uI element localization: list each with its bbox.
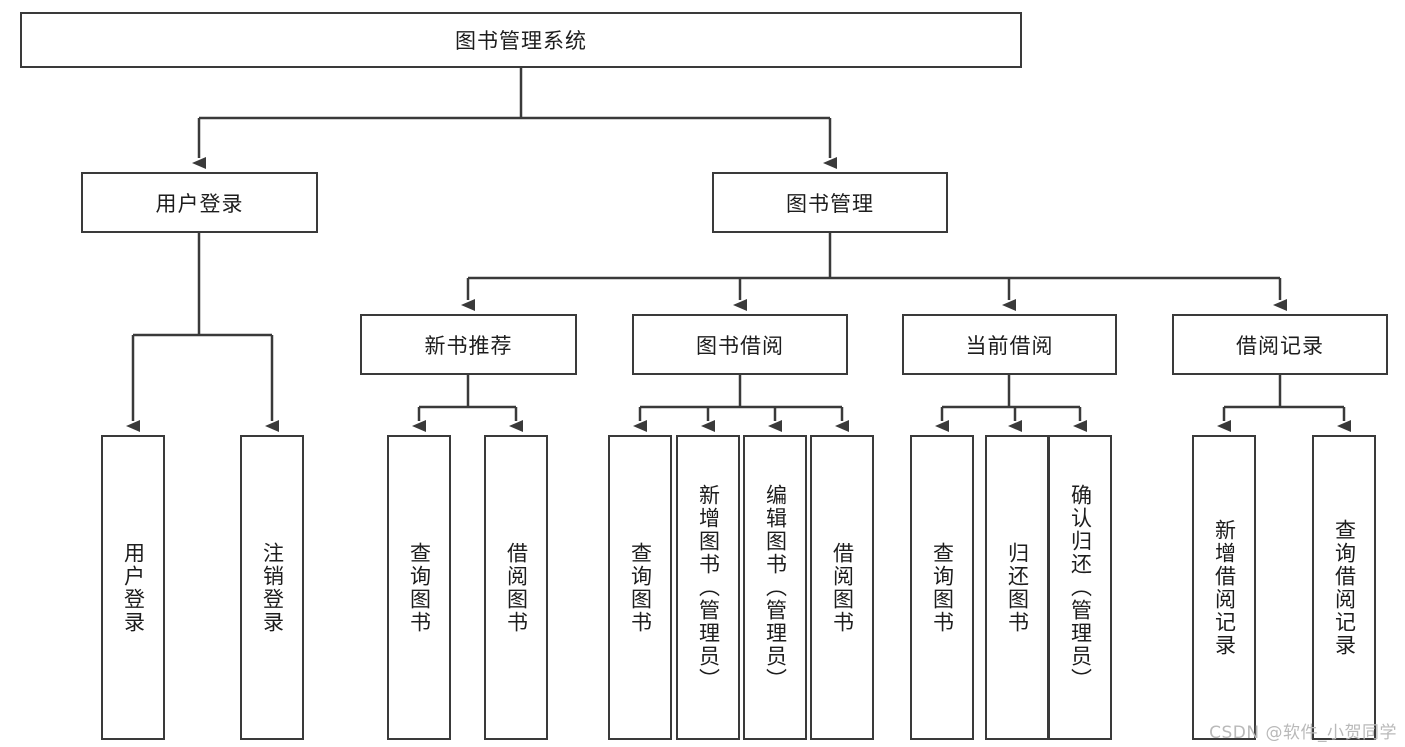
node-leaf-borrow-book-new-label: 借阅图书 <box>504 541 529 634</box>
node-leaf-borrow-book-label: 借阅图书 <box>830 541 855 634</box>
node-leaf-confirm-return-admin[interactable]: 确认归还（管理员） <box>1048 435 1112 740</box>
node-leaf-add-book-admin[interactable]: 新增图书（管理员） <box>676 435 740 740</box>
node-leaf-query-book-new[interactable]: 查询图书 <box>387 435 451 740</box>
node-leaf-logout-label: 注销登录 <box>260 541 285 634</box>
node-borrow-record-label: 借阅记录 <box>1236 333 1324 358</box>
node-leaf-return-book[interactable]: 归还图书 <box>985 435 1049 740</box>
node-leaf-confirm-return-admin-label: 确认归还（管理员） <box>1068 484 1093 691</box>
node-new-book-recommend-label: 新书推荐 <box>424 333 513 358</box>
node-leaf-query-book-borrow[interactable]: 查询图书 <box>608 435 672 740</box>
node-root[interactable]: 图书管理系统 <box>20 12 1022 68</box>
node-book-borrow[interactable]: 图书借阅 <box>632 314 848 375</box>
node-leaf-borrow-book-new[interactable]: 借阅图书 <box>484 435 548 740</box>
node-user-login[interactable]: 用户登录 <box>81 172 318 233</box>
node-user-login-label: 用户登录 <box>155 191 244 216</box>
node-leaf-user-login-label: 用户登录 <box>121 541 146 634</box>
node-leaf-query-book-new-label: 查询图书 <box>407 541 432 634</box>
node-leaf-logout[interactable]: 注销登录 <box>240 435 304 740</box>
node-book-manage-label: 图书管理 <box>786 191 874 216</box>
node-current-borrow-label: 当前借阅 <box>965 333 1054 358</box>
node-book-borrow-label: 图书借阅 <box>696 333 784 358</box>
node-current-borrow[interactable]: 当前借阅 <box>902 314 1117 375</box>
watermark: CSDN @软件_小贺同学 <box>1209 723 1397 743</box>
node-book-manage[interactable]: 图书管理 <box>712 172 948 233</box>
node-leaf-add-borrow-record-label: 新增借阅记录 <box>1212 518 1237 657</box>
node-leaf-query-borrow-record[interactable]: 查询借阅记录 <box>1312 435 1376 740</box>
node-leaf-user-login[interactable]: 用户登录 <box>101 435 165 740</box>
node-leaf-query-book-borrow-label: 查询图书 <box>628 541 653 634</box>
node-leaf-query-borrow-record-label: 查询借阅记录 <box>1332 518 1357 657</box>
node-leaf-add-borrow-record[interactable]: 新增借阅记录 <box>1192 435 1256 740</box>
node-borrow-record[interactable]: 借阅记录 <box>1172 314 1388 375</box>
node-leaf-add-book-admin-label: 新增图书（管理员） <box>696 484 721 691</box>
node-leaf-edit-book-admin-label: 编辑图书（管理员） <box>763 484 788 691</box>
node-new-book-recommend[interactable]: 新书推荐 <box>360 314 577 375</box>
node-leaf-borrow-book[interactable]: 借阅图书 <box>810 435 874 740</box>
node-leaf-return-book-label: 归还图书 <box>1005 541 1030 634</box>
node-leaf-query-book-current[interactable]: 查询图书 <box>910 435 974 740</box>
node-leaf-edit-book-admin[interactable]: 编辑图书（管理员） <box>743 435 807 740</box>
node-leaf-query-book-current-label: 查询图书 <box>930 541 955 634</box>
node-root-label: 图书管理系统 <box>455 29 587 53</box>
